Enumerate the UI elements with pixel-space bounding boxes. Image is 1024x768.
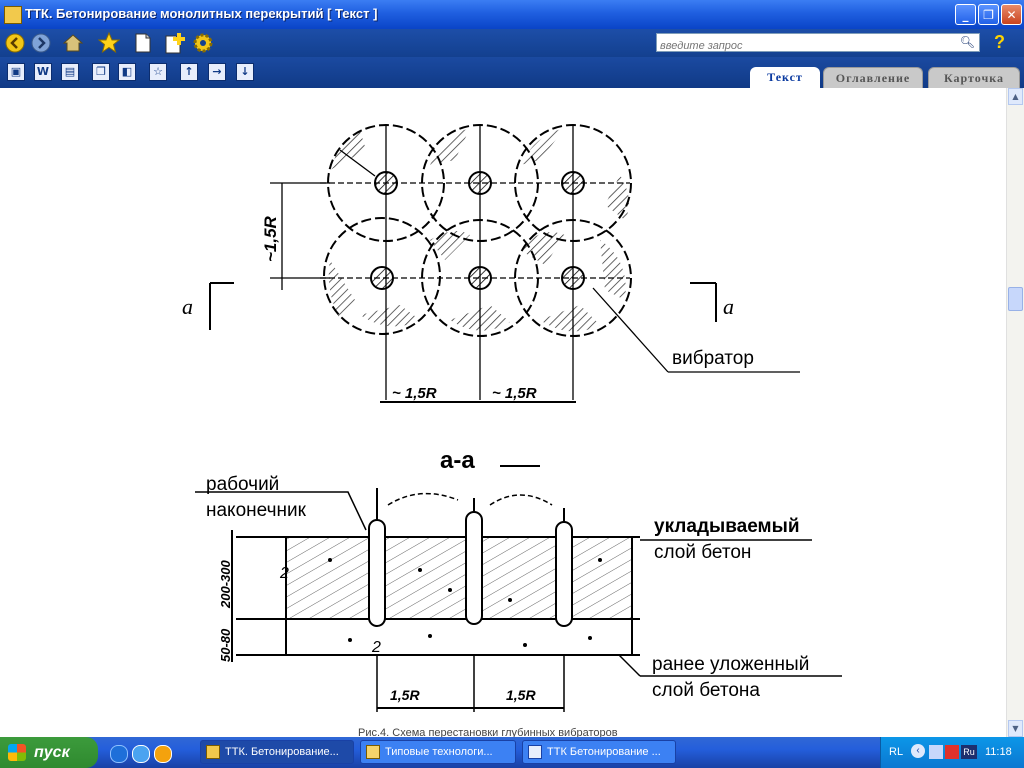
old-layer-label-line1: ранее уложенный bbox=[652, 654, 809, 675]
media-icon[interactable] bbox=[154, 745, 172, 763]
figure-caption: Рис.4. Схема перестановки глубинных вибр… bbox=[358, 727, 618, 739]
radius-label: ~1,5R bbox=[261, 215, 280, 262]
search-input[interactable] bbox=[660, 38, 950, 54]
section-title: а-а bbox=[440, 447, 475, 474]
window-title: ТТК. Бетонирование монолитных перекрытий… bbox=[25, 6, 378, 21]
document-content: ~1,5R a a вибратор ~ 1,5R ~ 1,5R а-а раб… bbox=[0, 88, 1006, 737]
favorites-icon[interactable] bbox=[98, 32, 120, 54]
scroll-down-icon[interactable]: ▼ bbox=[1008, 720, 1023, 737]
help-icon[interactable]: ? bbox=[994, 32, 1005, 52]
layer-mark-upper: 2 bbox=[279, 565, 289, 582]
windows-flag-icon bbox=[8, 744, 26, 761]
start-label: пуск bbox=[34, 744, 70, 761]
preview-icon[interactable]: ◧ bbox=[118, 63, 136, 81]
save-icon[interactable]: ▣ bbox=[7, 63, 25, 81]
app-icon bbox=[4, 6, 22, 24]
vibrator-scheme-diagram: ~1,5R a a вибратор ~ 1,5R ~ 1,5R а-а раб… bbox=[182, 124, 842, 712]
clock: 11:18 bbox=[985, 746, 1012, 758]
spacing-label-1: ~ 1,5R bbox=[392, 385, 437, 402]
word-export-icon[interactable]: W bbox=[34, 63, 52, 81]
main-toolbar: 🔍︎ ? bbox=[0, 29, 1024, 58]
scroll-up-icon[interactable]: ▲ bbox=[1008, 88, 1023, 105]
task-app-icon bbox=[206, 745, 220, 759]
home-icon[interactable] bbox=[62, 32, 84, 54]
upload-icon[interactable]: ↑ bbox=[180, 63, 198, 81]
folder-icon bbox=[366, 745, 380, 759]
print-icon[interactable]: ▤ bbox=[61, 63, 79, 81]
depth-label-lower: 50-80 bbox=[218, 628, 233, 662]
task-word-window[interactable]: ТТК Бетонирование ... bbox=[522, 740, 676, 764]
vibrator-points bbox=[370, 171, 585, 290]
layer-mark-lower: 2 bbox=[371, 639, 381, 656]
scroll-thumb[interactable] bbox=[1008, 287, 1023, 311]
maximize-button[interactable]: ❐ bbox=[978, 4, 999, 25]
vibrator-pokers bbox=[368, 488, 573, 627]
system-tray: RL ‹ Ru 11:18 bbox=[880, 737, 1024, 768]
back-icon[interactable] bbox=[4, 32, 26, 54]
task-label: ТТК. Бетонирование... bbox=[225, 746, 339, 758]
title-bar: ТТК. Бетонирование монолитных перекрытий… bbox=[0, 0, 1024, 29]
keyboard-layout-icon[interactable]: Ru bbox=[961, 745, 977, 759]
document-icon[interactable] bbox=[132, 32, 154, 54]
task-label: ТТК Бетонирование ... bbox=[547, 746, 661, 758]
word-icon bbox=[528, 745, 542, 759]
desktop-icon[interactable] bbox=[110, 745, 128, 763]
ie-icon[interactable] bbox=[132, 745, 150, 763]
forward-icon[interactable] bbox=[30, 32, 52, 54]
task-label: Типовые технологи... bbox=[385, 746, 493, 758]
search-box[interactable]: 🔍︎ bbox=[656, 33, 980, 54]
vibrator-label: вибратор bbox=[672, 348, 754, 369]
start-button[interactable]: пуск bbox=[0, 737, 98, 768]
tray-expand-icon[interactable]: ‹ bbox=[911, 744, 925, 758]
close-button[interactable]: ✕ bbox=[1001, 4, 1022, 25]
concrete-layers bbox=[236, 536, 640, 656]
minimize-button[interactable]: _ bbox=[955, 4, 976, 25]
task-ttk-window[interactable]: ТТК. Бетонирование... bbox=[200, 740, 354, 764]
bookmark-star-icon[interactable]: ☆ bbox=[149, 63, 167, 81]
old-layer-label-line2: слой бетона bbox=[652, 680, 760, 701]
tip-label-line1: рабочий bbox=[206, 474, 279, 495]
tab-text[interactable]: Текст bbox=[750, 67, 820, 88]
search-icon[interactable]: 🔍︎ bbox=[959, 35, 975, 49]
download-icon[interactable]: ↓ bbox=[236, 63, 254, 81]
antivirus-icon[interactable] bbox=[945, 745, 959, 759]
spacing-label-2: ~ 1,5R bbox=[492, 385, 537, 402]
vibrator-radius-circles bbox=[323, 124, 632, 337]
new-layer-label-line2: слой бетон bbox=[654, 542, 751, 563]
bottom-spacing-label-1: 1,5R bbox=[390, 687, 420, 703]
bottom-spacing-label-2: 1,5R bbox=[506, 687, 536, 703]
network-icon[interactable] bbox=[929, 745, 943, 759]
tab-contents[interactable]: Оглавление bbox=[823, 67, 923, 88]
taskbar: пуск ТТК. Бетонирование... Типовые техно… bbox=[0, 737, 1024, 768]
vertical-scrollbar[interactable]: ▲ ▼ bbox=[1006, 88, 1024, 737]
section-mark-right: a bbox=[723, 294, 734, 319]
settings-gear-icon[interactable] bbox=[192, 32, 214, 54]
copy-icon[interactable]: ❐ bbox=[92, 63, 110, 81]
depth-label-upper: 200-300 bbox=[218, 560, 233, 609]
language-indicator[interactable]: RL bbox=[889, 746, 904, 758]
export-icon[interactable]: → bbox=[208, 63, 226, 81]
section-mark-left: a bbox=[182, 294, 193, 319]
new-layer-label-line1: укладываемый bbox=[654, 516, 800, 537]
task-folder-window[interactable]: Типовые технологи... bbox=[360, 740, 516, 764]
tip-label-line2: наконечник bbox=[206, 500, 307, 521]
add-document-icon[interactable] bbox=[164, 32, 186, 54]
tab-card[interactable]: Карточка bbox=[928, 67, 1020, 88]
